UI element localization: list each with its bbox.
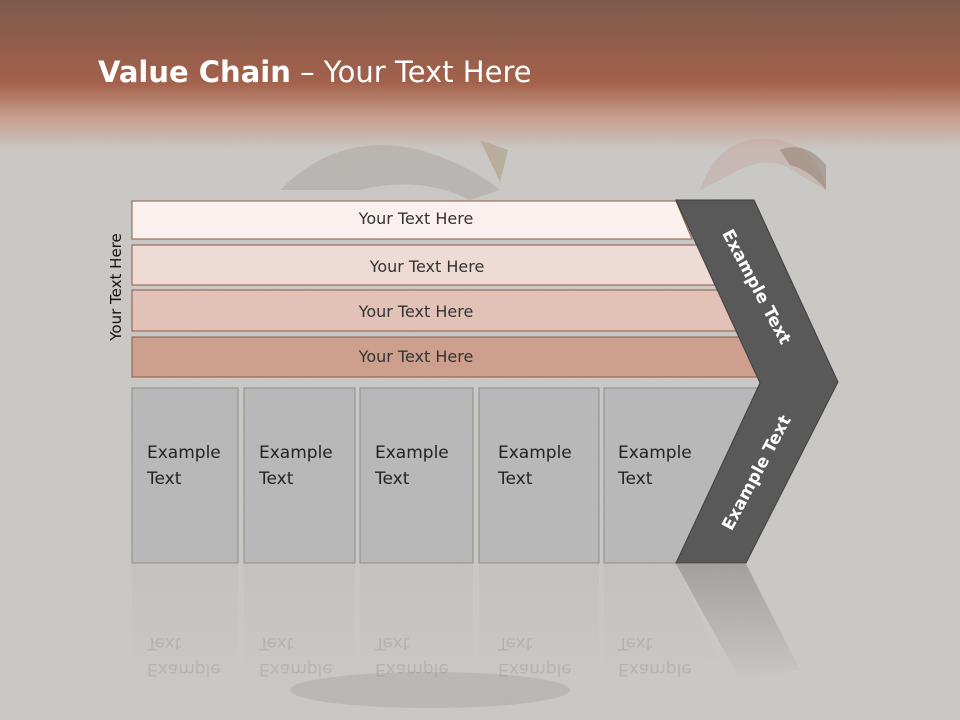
column-4-box (478, 387, 600, 564)
title-banner (0, 0, 960, 150)
reflection-line2: Text (618, 633, 653, 653)
column-3-line1: Example (375, 443, 449, 463)
column-3-reflection-text: Example Text (375, 630, 449, 682)
column-3-box (359, 387, 474, 564)
column-2-line1: Example (259, 443, 333, 463)
bar-2-label: Your Text Here (369, 257, 485, 276)
column-reflection (132, 564, 238, 674)
reflection-line2: Text (259, 633, 294, 653)
column-1-line2: Text (147, 469, 182, 489)
column-reflection (360, 564, 473, 674)
column-4-reflection-text: Example Text (498, 630, 572, 682)
column-2-line2: Text (259, 469, 294, 489)
reflection-line2: Text (147, 633, 182, 653)
chevron-reflection (676, 564, 800, 680)
column-5-line2: Text (618, 469, 653, 489)
column-1-box (131, 387, 239, 564)
bar-4-label: Your Text Here (358, 347, 474, 366)
reflection-line1: Example (498, 659, 572, 679)
reflection-line2: Text (375, 633, 410, 653)
reflection-line2: Text (498, 633, 533, 653)
title-bold: Value Chain (98, 55, 291, 89)
chevron-arrow (675, 199, 839, 564)
column-reflection (604, 564, 720, 674)
column-reflection (244, 564, 355, 674)
reflection-line1: Example (375, 659, 449, 679)
column-3-line2: Text (375, 469, 410, 489)
bar-1-label: Your Text Here (358, 209, 474, 228)
column-4-line1: Example (498, 443, 572, 463)
column-reflection (479, 564, 599, 674)
bar-3-label: Your Text Here (358, 302, 474, 321)
bar-1 (131, 200, 693, 240)
reflection-line1: Example (259, 659, 333, 679)
column-1-reflection-text: Example Text (147, 630, 221, 682)
column-4-line2: Text (498, 469, 533, 489)
title-rest: – Your Text Here (290, 55, 532, 89)
reflection-line1: Example (147, 659, 221, 679)
column-2-reflection-text: Example Text (259, 630, 333, 682)
column-5-line1: Example (618, 443, 692, 463)
slide-title: Value Chain – Your Text Here (98, 55, 532, 89)
reflection-line1: Example (618, 659, 692, 679)
column-2-box (243, 387, 356, 564)
column-1-line1: Example (147, 443, 221, 463)
column-5-reflection-text: Example Text (618, 630, 692, 682)
